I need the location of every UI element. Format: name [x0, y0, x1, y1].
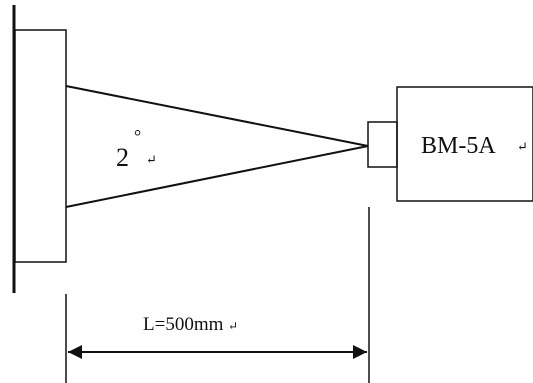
distance-label: L=500mm	[143, 314, 224, 335]
angle-value: 2	[116, 143, 129, 172]
angle-return-mark: ↵	[146, 152, 157, 167]
angle-degree-symbol: °	[134, 126, 141, 146]
beam-upper-line	[65, 85, 369, 147]
beam-lower-line	[65, 145, 369, 208]
device-body	[396, 86, 533, 202]
device-lens	[367, 121, 398, 168]
distance-label-return-mark: ↵	[228, 319, 238, 333]
device-label: BM-5A	[421, 133, 496, 159]
device-label-return-mark: ↵	[517, 139, 528, 154]
target-board	[14, 29, 67, 263]
